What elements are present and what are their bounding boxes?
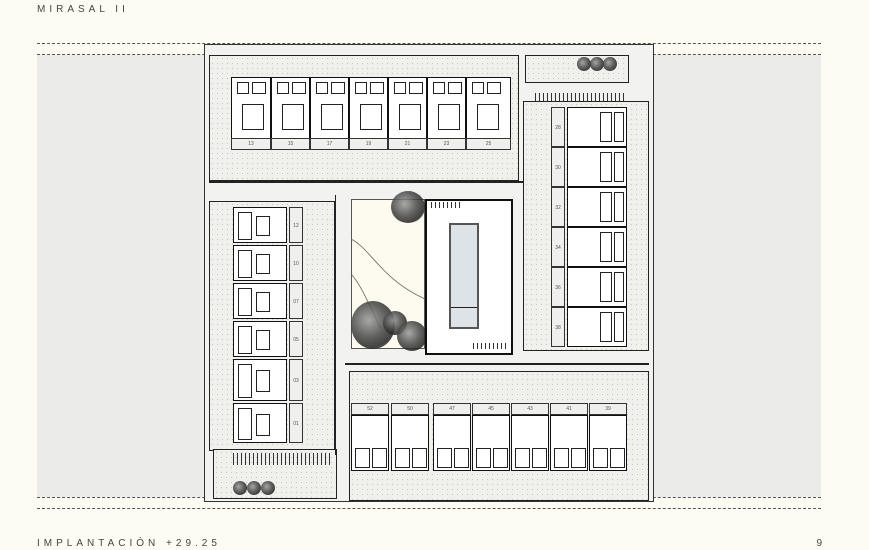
entrance-steps [535,93,625,103]
unit-45 [472,415,510,471]
unit-21 [388,77,427,143]
tree-icon [391,191,425,223]
unit-39 [589,415,627,471]
unit-50 [391,415,429,471]
unit-label: 25 [466,138,511,150]
unit-label: 43 [511,403,549,415]
left-column-labels: 12 10 07 05 03 01 [289,207,303,449]
unit-28 [567,107,627,147]
unit-label: 45 [472,403,510,415]
entrance-steps [233,453,331,465]
unit-15 [271,77,310,143]
unit-43 [511,415,549,471]
bottom-row-units [351,415,631,471]
tree-icon [261,481,275,495]
unit-label: 15 [271,138,310,150]
unit-label: 38 [551,307,565,347]
unit-25 [466,77,511,143]
unit-label: 34 [551,227,565,267]
unit-label: 03 [289,359,303,401]
tree-icon [590,57,604,71]
unit-13 [231,77,271,143]
unit-label: 32 [551,187,565,227]
unit-label: 12 [289,207,303,243]
unit-label: 41 [550,403,588,415]
frame-line-bottom-2 [37,508,821,509]
unit-34 [567,227,627,267]
pool-steps [473,343,509,349]
unit-label: 07 [289,283,303,319]
unit-label: 36 [551,267,565,307]
unit-32 [567,187,627,227]
pool-divider [451,307,477,308]
unit-label: 05 [289,321,303,357]
street-line [335,195,336,455]
right-column-units [567,107,627,351]
unit-label: 39 [589,403,627,415]
frame-line-top-1 [37,43,821,44]
unit-label: 10 [289,245,303,281]
unit-label: 28 [551,107,565,147]
unit-05 [233,321,287,357]
site-plan: 13 15 17 19 21 23 25 28 30 32 34 36 38 [204,44,654,502]
unit-17 [310,77,349,143]
unit-10 [233,245,287,281]
footer-caption: IMPLANTACIÓN +29.25 [37,538,221,549]
tree-icon [233,481,247,495]
unit-23 [427,77,466,143]
unit-19 [349,77,388,143]
top-row-labels: 13 15 17 19 21 23 25 [231,138,521,150]
right-street-band [653,55,821,497]
unit-03 [233,359,287,401]
tree-icon [603,57,617,71]
unit-label: 30 [551,147,565,187]
unit-52 [351,415,389,471]
page-number: 9 [816,538,822,549]
unit-label: 17 [310,138,349,150]
unit-label: 50 [391,403,429,415]
unit-label: 19 [349,138,388,150]
top-row-units [231,77,521,153]
pool-steps [431,202,461,208]
left-column-units [233,207,287,449]
bottom-row-labels: 52 50 47 45 43 41 39 [351,403,631,415]
unit-label: 21 [388,138,427,150]
swimming-pool [449,223,479,329]
tree-icon [397,321,427,351]
tree-icon [577,57,591,71]
unit-label: 23 [427,138,466,150]
unit-30 [567,147,627,187]
unit-38 [567,307,627,347]
unit-41 [550,415,588,471]
top-block-baseline [209,181,525,183]
right-column-labels: 28 30 32 34 36 38 [551,107,565,351]
unit-label: 01 [289,403,303,443]
unit-07 [233,283,287,319]
unit-12 [233,207,287,243]
street-line [345,363,649,365]
unit-label: 47 [433,403,471,415]
unit-47 [433,415,471,471]
unit-label: 13 [231,138,271,150]
unit-01 [233,403,287,443]
document-title: MIRASAL II [37,4,129,15]
tree-icon [247,481,261,495]
unit-label: 52 [351,403,389,415]
left-street-band [37,55,204,497]
unit-36 [567,267,627,307]
